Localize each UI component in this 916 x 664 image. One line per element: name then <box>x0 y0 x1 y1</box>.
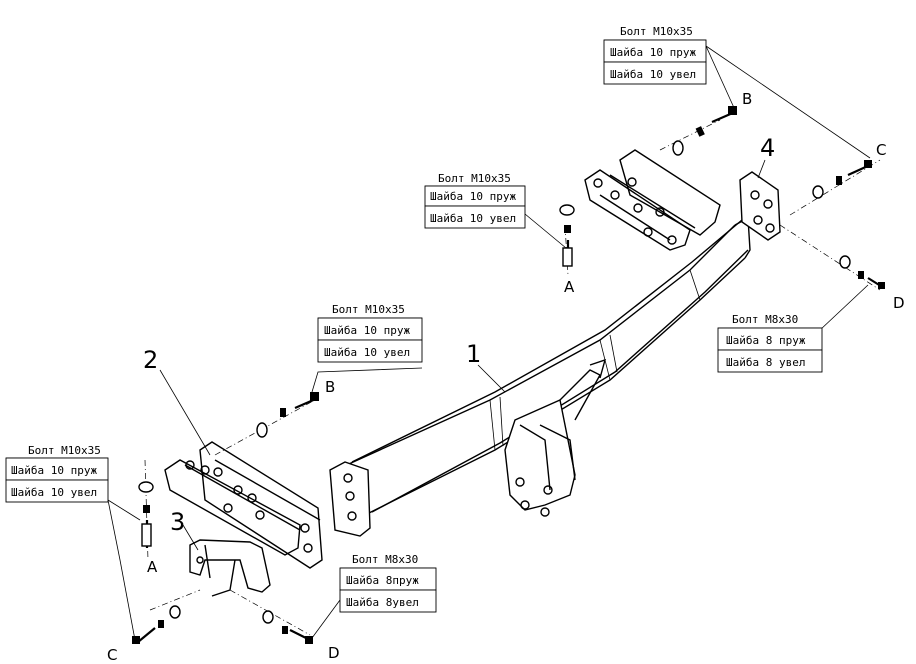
callout-right-mid-bolt: Болт M8x30 <box>732 313 798 326</box>
callout-top-right-washer-spring: Шайба 10 пруж <box>610 46 696 59</box>
callout-bottom-mid: Болт M8x30 Шайба 8пруж Шайба 8увел <box>339 553 437 613</box>
part-number-2: 2 <box>143 346 158 374</box>
callout-center-top-washer-spring: Шайба 10 пруж <box>430 190 516 203</box>
callout-center-top: Болт M10x35 Шайба 10 пруж Шайба 10 увел <box>424 172 526 229</box>
callout-top-right: Болт M10x35 Шайба 10 пруж Шайба 10 увел <box>603 25 707 85</box>
callout-right-mid: Болт M8x30 Шайба 8 пруж Шайба 8 увел <box>717 313 823 373</box>
callout-center-left-washer-spring: Шайба 10 пруж <box>324 324 410 337</box>
callout-left: Болт M10x35 Шайба 10 пруж Шайба 10 увел <box>5 444 109 503</box>
callout-center-left: Болт M10x35 Шайба 10 пруж Шайба 10 увел <box>317 303 423 363</box>
callout-bottom-mid-bolt: Болт M8x30 <box>352 553 418 566</box>
label-b-left: B <box>325 378 335 396</box>
callout-right-mid-washer-spring: Шайба 8 пруж <box>726 334 806 347</box>
callout-center-left-washer-large: Шайба 10 увел <box>324 346 410 359</box>
callout-center-top-bolt: Болт M10x35 <box>438 172 511 185</box>
part-number-4: 4 <box>760 134 775 162</box>
tow-ball-bracket <box>504 358 607 517</box>
callout-top-right-bolt: Болт M10x35 <box>620 25 693 38</box>
right-side-bracket <box>584 149 721 251</box>
part-number-3: 3 <box>170 508 185 536</box>
label-d-bottom: D <box>328 644 340 662</box>
callout-left-washer-large: Шайба 10 увел <box>11 486 97 499</box>
leader-lines <box>107 45 871 641</box>
label-b-top: B <box>742 90 752 108</box>
callout-bottom-mid-washer-spring: Шайба 8пруж <box>346 574 419 587</box>
callout-left-bolt: Болт M10x35 <box>28 444 101 457</box>
label-c-right: C <box>876 141 886 159</box>
label-a-center: A <box>564 278 575 296</box>
callout-bottom-mid-washer-large: Шайба 8увел <box>346 596 419 609</box>
label-d-right: D <box>893 294 905 312</box>
callout-center-left-bolt: Болт M10x35 <box>332 303 405 316</box>
fasteners <box>132 106 885 644</box>
left-end-plate <box>329 461 371 537</box>
part-3-bracket <box>189 539 271 597</box>
callout-right-mid-washer-large: Шайба 8 увел <box>726 356 805 369</box>
label-c-left: C <box>107 646 117 664</box>
part-number-1: 1 <box>466 340 481 368</box>
callout-top-right-washer-large: Шайба 10 увел <box>610 68 696 81</box>
callout-left-washer-spring: Шайба 10 пруж <box>11 464 97 477</box>
left-side-bracket <box>164 441 323 569</box>
part-4-plate <box>739 171 781 241</box>
label-a-left: A <box>147 558 158 576</box>
callout-center-top-washer-large: Шайба 10 увел <box>430 212 516 225</box>
